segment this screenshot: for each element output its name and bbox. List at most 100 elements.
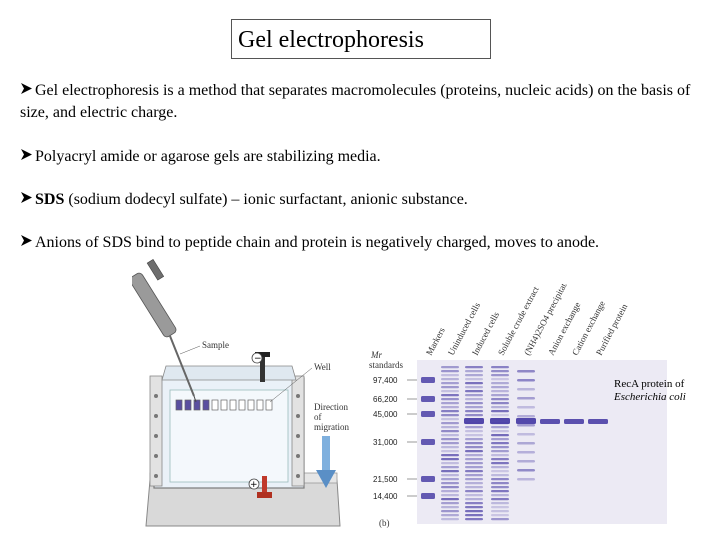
gel-band [491, 390, 509, 393]
gel-band [491, 446, 509, 449]
gel-band [465, 370, 483, 373]
anode-electrode [262, 476, 267, 498]
gel-band [491, 494, 509, 497]
standard-label: 66,200 [373, 395, 398, 404]
arrow-bullet-icon [21, 149, 32, 160]
pipette-icon [132, 258, 197, 403]
gel-band [441, 426, 459, 429]
gel-band [491, 462, 509, 465]
reca-protein-label: RecA protein of Escherichia coli [614, 378, 710, 404]
cathode-electrode [260, 354, 265, 382]
gel-band [465, 394, 483, 397]
migration-label: migration [314, 422, 349, 432]
gel-band [491, 490, 509, 493]
gel-band [491, 478, 509, 481]
panel-label: (b) [379, 518, 390, 528]
reca-label-line1: RecA protein of [614, 378, 685, 390]
gel-band [421, 439, 435, 445]
gel-band [441, 382, 459, 385]
gel-band [441, 494, 459, 497]
gel-band [464, 418, 484, 424]
gel-band [491, 502, 509, 505]
bullet-2: Polyacryl amide or agarose gels are stab… [20, 146, 700, 168]
gel-band [517, 451, 535, 454]
gel-band [465, 402, 483, 405]
gel-band [491, 430, 509, 433]
gel-band [465, 366, 483, 369]
gel-band [465, 474, 483, 477]
gel-band [491, 454, 509, 457]
gel-band [441, 478, 459, 481]
gel-band [491, 406, 509, 409]
clamp-screws [154, 394, 300, 478]
gel-band [465, 494, 483, 497]
gel-band [441, 518, 459, 521]
gel-background [417, 360, 667, 524]
gel-band [441, 414, 459, 417]
gel-band [491, 486, 509, 489]
standard-label: 45,000 [373, 410, 398, 419]
gel-band [441, 450, 459, 453]
slide-title: Gel electrophoresis [231, 19, 491, 59]
gel-band [441, 442, 459, 445]
gel-band [465, 510, 483, 513]
gel-band [441, 422, 459, 425]
gel-band [465, 374, 483, 377]
gel-band [441, 466, 459, 469]
gel-band [491, 370, 509, 373]
gel-band [491, 410, 509, 413]
standard-label: 31,000 [373, 438, 398, 447]
gel-band [465, 498, 483, 501]
gel-band [491, 510, 509, 513]
gel-band [441, 386, 459, 389]
minus-sign: − [254, 354, 262, 364]
right-clamp [291, 375, 305, 487]
gel-band [441, 418, 459, 421]
gel-band [441, 490, 459, 493]
gel-band [441, 430, 459, 433]
well-label: Well [314, 362, 331, 372]
gel-band [465, 478, 483, 481]
gel-band [465, 458, 483, 461]
gel-band [421, 377, 435, 383]
gel-band [465, 414, 483, 417]
gel-band [465, 514, 483, 517]
gel-band [465, 378, 483, 381]
gel-band [465, 518, 483, 521]
gel-band [465, 390, 483, 393]
gel-band [517, 370, 535, 373]
standards-label: standards [369, 360, 403, 370]
gel-band [465, 486, 483, 489]
gel-band [517, 424, 535, 427]
gel-band [588, 419, 608, 424]
gel-band [465, 502, 483, 505]
electrophoresis-apparatus-illustration: − + Sample Well Direction of migration [132, 258, 349, 527]
gel-band [441, 462, 459, 465]
gel-band [441, 378, 459, 381]
gel-band [465, 426, 483, 429]
gel-band [465, 386, 483, 389]
gel-band [465, 450, 483, 453]
gel-band [491, 386, 509, 389]
direction-of-label: of [314, 412, 322, 422]
gel-band [491, 378, 509, 381]
gel-band [491, 450, 509, 453]
gel-band [465, 398, 483, 401]
gel-band [517, 460, 535, 463]
gel-band [441, 394, 459, 397]
gel-band [517, 433, 535, 436]
gel-band [517, 469, 535, 472]
gel-band [491, 466, 509, 469]
gel-bands [421, 366, 608, 521]
minus-terminal [251, 352, 263, 364]
gel-band [491, 474, 509, 477]
gel-band [465, 462, 483, 465]
gel-band [465, 430, 483, 433]
gel-band [491, 514, 509, 517]
gel-band [517, 415, 535, 418]
gel-band [465, 410, 483, 413]
gel-band [517, 379, 535, 382]
gel-band [465, 446, 483, 449]
